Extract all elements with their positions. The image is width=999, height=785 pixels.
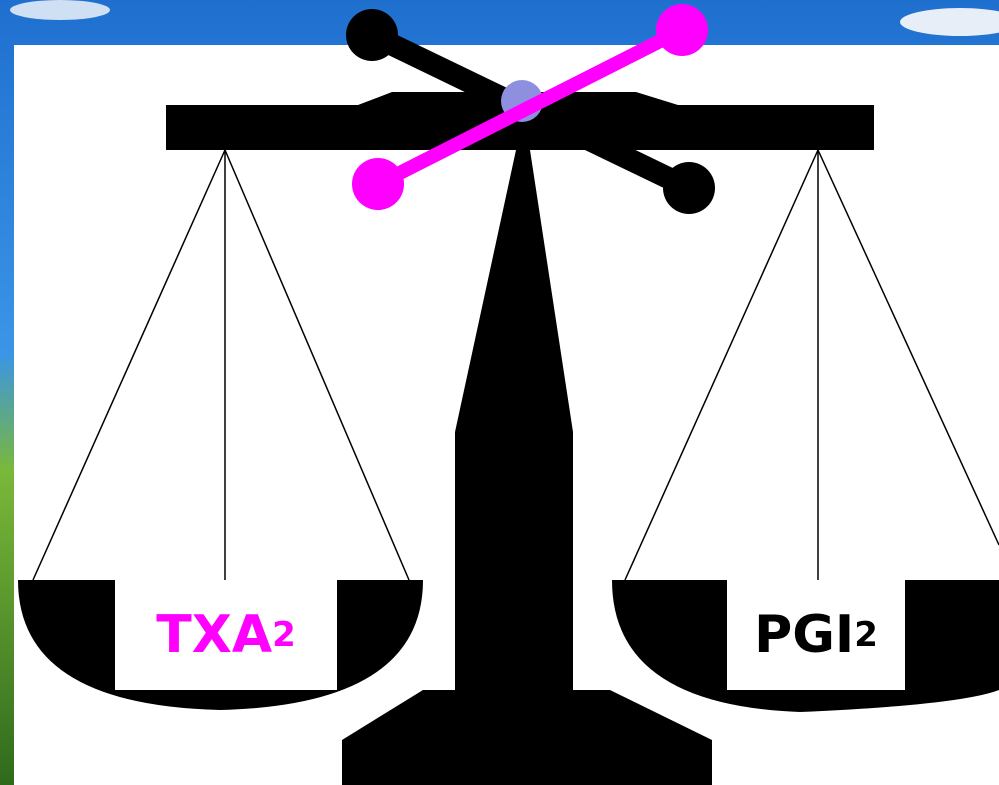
pgi2-label-main: PGI [754,609,854,661]
txa2-label-main: TXA [156,609,272,661]
